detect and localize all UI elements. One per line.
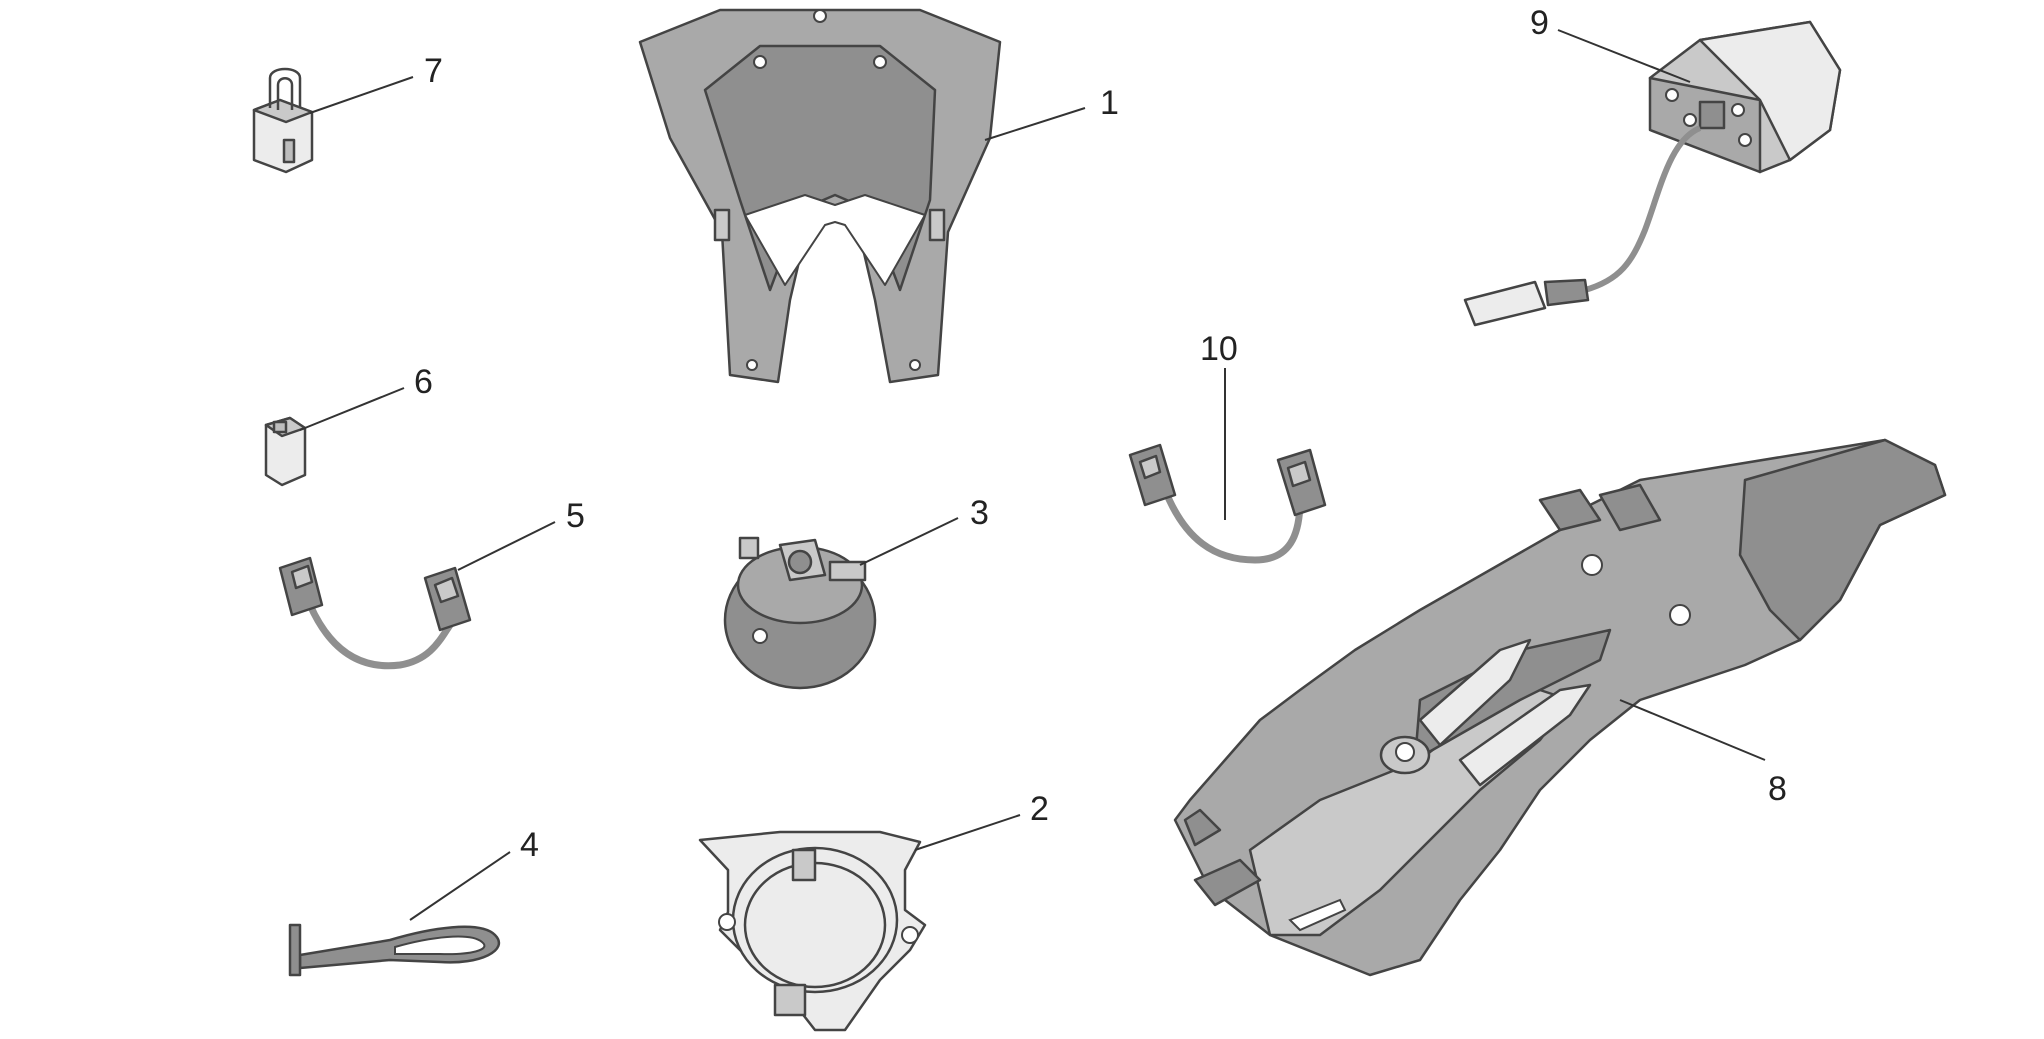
cable-tie-drawing (288, 923, 501, 977)
leader-1 (984, 107, 1086, 141)
rear-mudguard-drawing (1173, 438, 1947, 977)
small-connector-drawing (264, 416, 307, 487)
headlight-fairing-drawing (638, 8, 1002, 384)
leader-7 (309, 76, 414, 114)
wiring-harness-short-drawing (278, 556, 472, 670)
callout-5: 5 (566, 497, 585, 535)
callout-8: 8 (1768, 770, 1787, 808)
leader-6 (299, 387, 405, 431)
leader-8 (1619, 699, 1766, 761)
callout-3: 3 (970, 494, 989, 532)
leader-4 (409, 851, 511, 921)
relay-connector-drawing (252, 67, 314, 174)
leader-3 (859, 517, 959, 566)
callout-1: 1 (1100, 84, 1119, 122)
callout-6: 6 (414, 363, 433, 401)
wiring-harness-rear-drawing (1128, 443, 1327, 564)
callout-10: 10 (1200, 330, 1238, 368)
callout-2: 2 (1030, 790, 1049, 828)
leader-2 (914, 814, 1021, 851)
leader-5 (457, 521, 556, 571)
headlight-housing-drawing (698, 830, 927, 1032)
callout-7: 7 (424, 52, 443, 90)
leader-9 (1557, 29, 1691, 83)
callout-4: 4 (520, 826, 539, 864)
bulb-socket-drawing (723, 536, 877, 690)
callout-9: 9 (1530, 4, 1549, 42)
tail-light-drawing (1463, 20, 1842, 327)
callout-labels: 1 2 3 4 5 6 7 8 9 10 (414, 4, 1787, 864)
leader-lines (299, 29, 1766, 921)
